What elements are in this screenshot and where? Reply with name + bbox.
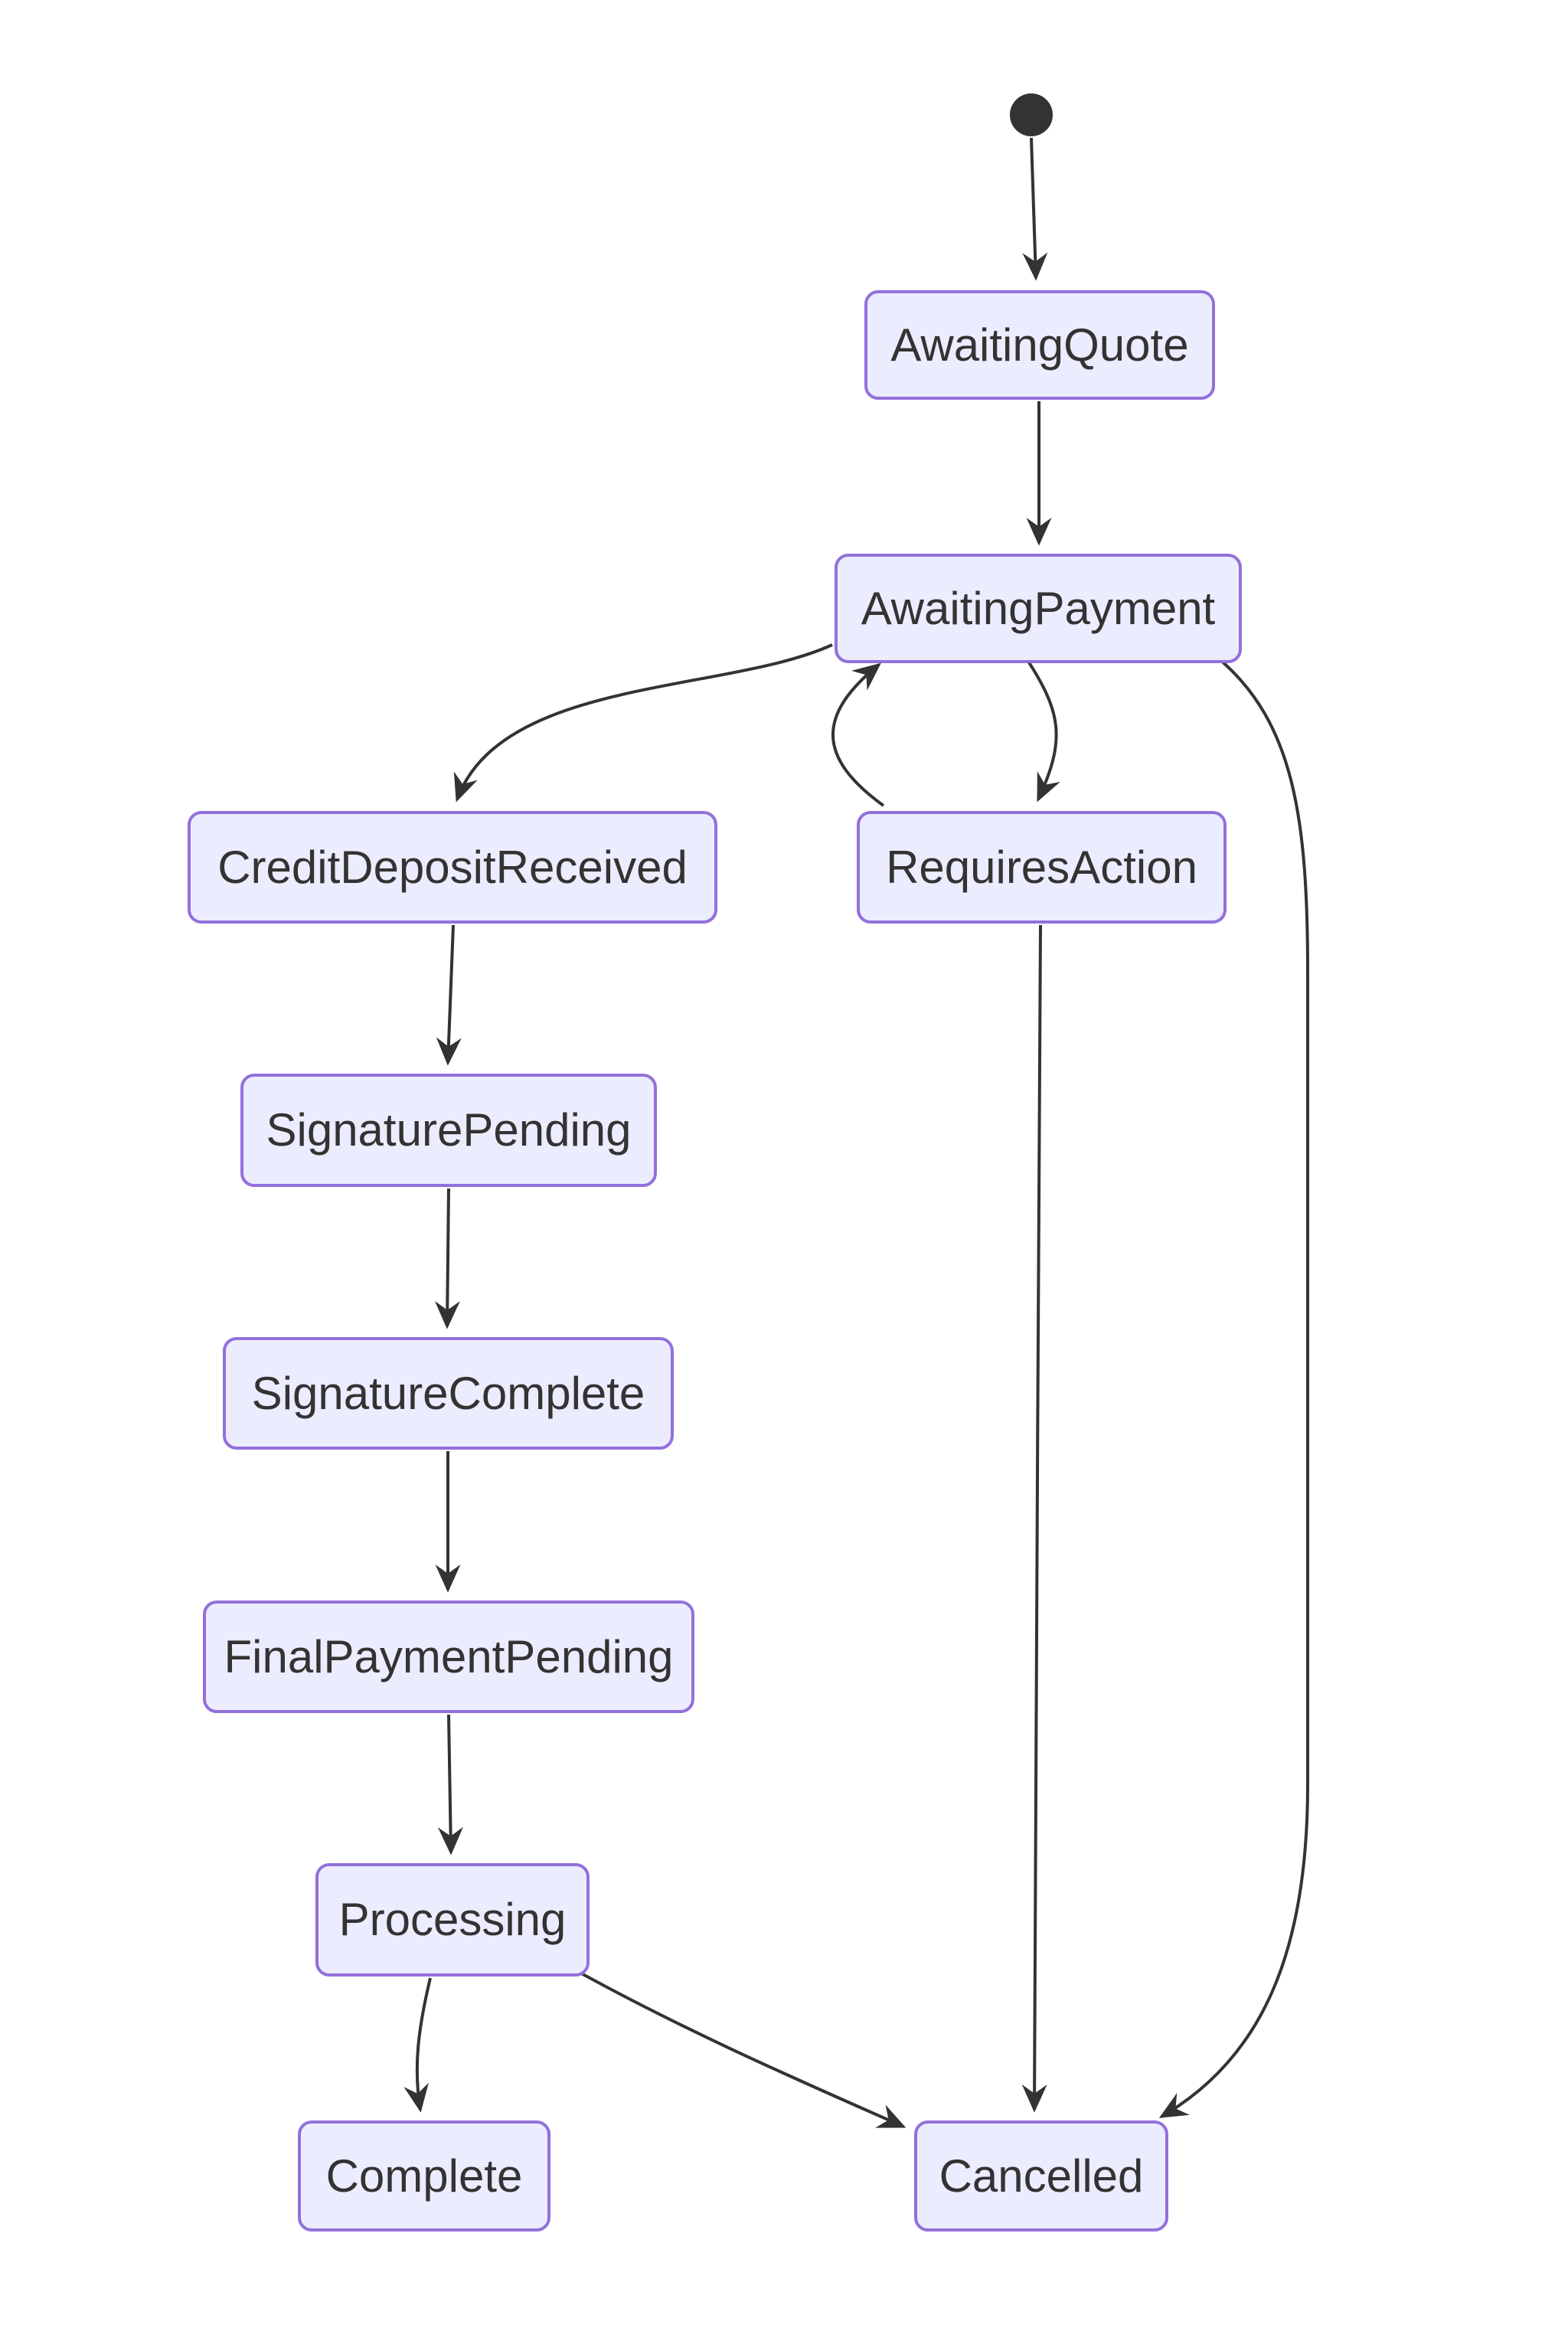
state-complete: Complete [298,2120,550,2232]
edge-awaitingpayment-to-requiresaction [1021,652,1060,803]
edge-creditdepositreceived-to-signaturepending [436,924,462,1066]
state-cancelled: Cancelled [914,2120,1168,2232]
edge-requiresaction-to-cancelled [1021,924,1047,2113]
edge-signaturepending-to-signaturecomplete [434,1188,460,1329]
state-label: FinalPaymentPending [224,1630,674,1682]
edge-awaitingpayment-to-cancelled [1158,659,1309,2118]
state-label: AwaitingQuote [890,319,1189,371]
edge-processing-to-complete [403,1977,432,2113]
state-label: Processing [338,1894,567,1945]
state-awaiting-quote: AwaitingQuote [864,290,1215,400]
state-requires-action: RequiresAction [857,811,1227,924]
state-label: SignatureComplete [251,1367,645,1419]
state-label: CreditDepositReceived [217,841,688,893]
state-signature-complete: SignatureComplete [223,1337,674,1450]
state-credit-deposit-received: CreditDepositReceived [188,811,717,924]
state-label: AwaitingPayment [861,582,1216,634]
edge-requiresaction-to-awaitingpayment [831,662,885,807]
state-processing: Processing [315,1863,590,1977]
initial-state-dot [1010,93,1053,136]
state-signature-pending: SignaturePending [240,1074,657,1187]
edge-start-to-awaitingquote [1022,137,1048,281]
state-label: Cancelled [939,2150,1144,2202]
edge-awaitingpayment-to-creditdepositreceived [453,643,833,803]
state-final-payment-pending: FinalPaymentPending [203,1600,694,1713]
edge-finalpaymentpending-to-processing [437,1714,463,1856]
state-label: RequiresAction [886,841,1197,893]
state-label: SignaturePending [266,1104,632,1156]
edge-processing-to-cancelled [577,1970,906,2128]
state-awaiting-payment: AwaitingPayment [835,554,1242,663]
state-label: Complete [325,2150,523,2202]
